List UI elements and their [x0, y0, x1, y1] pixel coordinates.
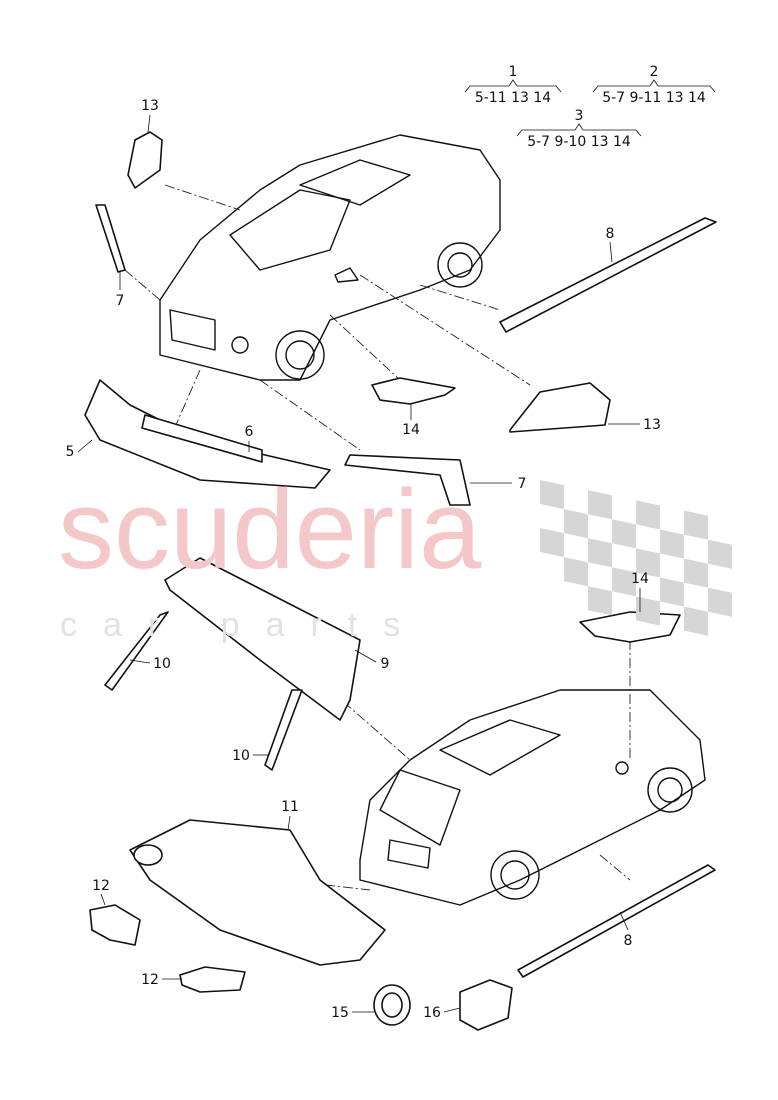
checkered-flag-icon	[540, 480, 732, 636]
watermark-tagline: car parts	[60, 606, 426, 644]
part-grille-insert-6[interactable]	[141, 414, 263, 463]
callout-14: 14	[631, 571, 649, 587]
legend-number-2: 2	[650, 64, 659, 80]
callouts: 13 7 8 14 13 6 5 7 9 14 10 10 11 12 12 1…	[66, 98, 661, 1021]
callout-14: 14	[402, 422, 420, 438]
part-rear-diffuser-11[interactable]	[129, 819, 386, 966]
legend-number-3: 3	[575, 108, 584, 124]
part-vent-14-a[interactable]	[371, 377, 456, 405]
part-roof-spoiler-9[interactable]	[164, 557, 361, 721]
callout-11: 11	[281, 799, 299, 815]
part-kit-box-16[interactable]	[459, 979, 513, 1031]
rear-car-illustration	[359, 689, 706, 906]
front-car-illustration	[159, 134, 501, 381]
part-sill-strip-8-b[interactable]	[517, 864, 716, 978]
callout-13: 13	[141, 98, 159, 114]
legend-parts-1: 5-11 13 14	[475, 90, 551, 106]
part-mirror-cap-13-b[interactable]	[509, 382, 611, 433]
part-vent-14-b[interactable]	[579, 611, 681, 643]
part-mirror-cap-13-a[interactable]	[127, 131, 163, 189]
callout-6: 6	[245, 424, 254, 440]
callout-7: 7	[518, 476, 527, 492]
part-exhaust-tip-12-a[interactable]	[89, 904, 141, 946]
part-seal-ring-15[interactable]	[373, 984, 411, 1026]
part-diffuser-opening	[133, 844, 163, 866]
part-sill-strip-8-a[interactable]	[499, 217, 717, 333]
callout-8: 8	[624, 933, 633, 949]
callout-8: 8	[606, 226, 615, 242]
part-trim-10-a[interactable]	[104, 611, 169, 691]
part-trim-7-b[interactable]	[344, 454, 471, 506]
callout-15: 15	[331, 1005, 349, 1021]
callout-12: 12	[92, 878, 110, 894]
part-trim-7-a[interactable]	[95, 204, 126, 273]
callout-13: 13	[643, 417, 661, 433]
part-trim-10-b[interactable]	[264, 689, 303, 771]
callout-10: 10	[153, 656, 171, 672]
callout-10: 10	[232, 748, 250, 764]
watermark: scuderia car parts	[58, 467, 732, 644]
callout-7: 7	[116, 293, 125, 309]
callout-9: 9	[381, 656, 390, 672]
legend: 1 5-11 13 14 2 5-7 9-11 13 14 3 5-7 9-10…	[464, 64, 716, 150]
legend-parts-2: 5-7 9-11 13 14	[602, 90, 706, 106]
callout-5: 5	[66, 444, 75, 460]
callout-12: 12	[141, 972, 159, 988]
callout-leaders	[77, 114, 641, 1013]
legend-parts-3: 5-7 9-10 13 14	[527, 134, 631, 150]
part-exhaust-tip-12-b[interactable]	[179, 966, 246, 993]
watermark-brand: scuderia	[58, 467, 482, 592]
callout-16: 16	[423, 1005, 441, 1021]
legend-number-1: 1	[509, 64, 518, 80]
part-front-spoiler-5[interactable]	[84, 379, 331, 489]
